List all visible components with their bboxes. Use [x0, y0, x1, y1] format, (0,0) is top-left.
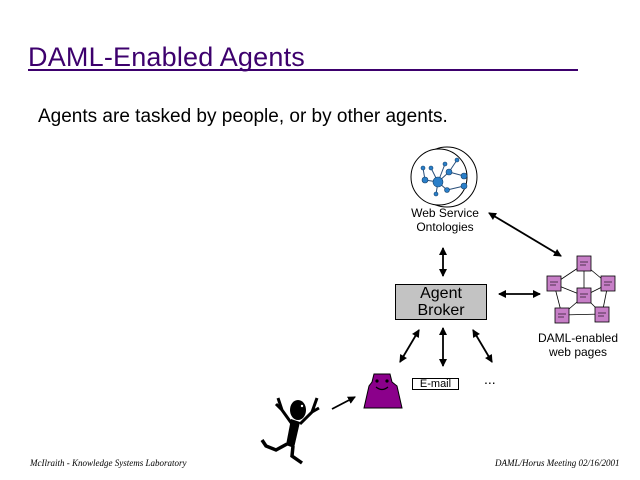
- connector-arrows: [331, 212, 562, 410]
- footer-left: McIlraith - Knowledge Systems Laboratory: [30, 458, 187, 468]
- broker-line1: Agent: [420, 285, 462, 302]
- web-pages-label-line1: DAML-enabled: [537, 331, 619, 345]
- slide-title: DAML-Enabled Agents: [28, 42, 305, 72]
- ontology-network-icon: [410, 146, 478, 208]
- web-pages-label: DAML-enabled web pages: [528, 331, 628, 359]
- agent-robot-icon: [363, 373, 403, 409]
- ellipsis-text: ...: [484, 371, 496, 387]
- web-pages-network-icon: [546, 255, 616, 324]
- broker-line2: Broker: [417, 302, 465, 319]
- ontologies-label-line1: Web Service: [411, 206, 479, 220]
- ontologies-label: Web Service Ontologies: [401, 206, 489, 234]
- agent-broker-box: Agent Broker: [395, 284, 487, 320]
- title-underline: [28, 69, 578, 71]
- slide-subtitle: Agents are tasked by people, or by other…: [38, 106, 448, 127]
- stick-person-icon: [260, 397, 320, 465]
- footer-right: DAML/Horus Meeting 02/16/2001: [495, 458, 620, 468]
- ontologies-label-line2: Ontologies: [416, 220, 474, 234]
- web-pages-label-line2: web pages: [548, 345, 608, 359]
- email-box: E-mail: [412, 378, 459, 390]
